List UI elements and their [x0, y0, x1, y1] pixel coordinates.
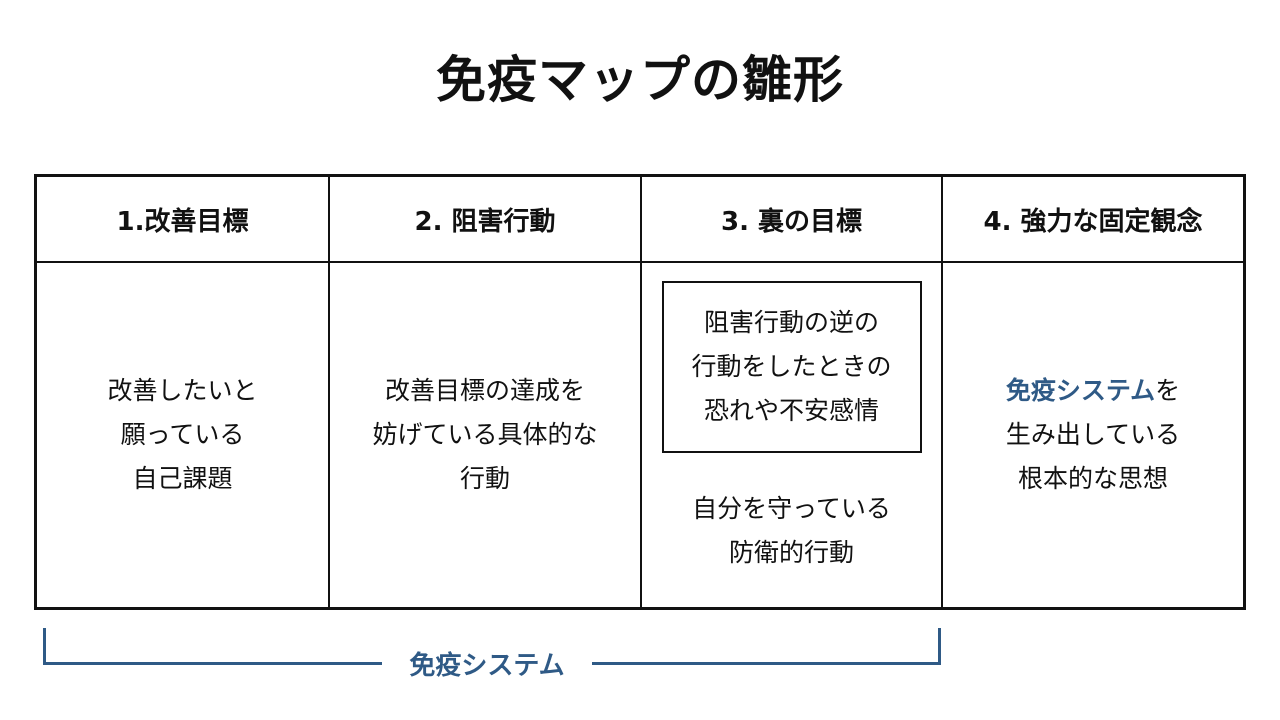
header-fixed-belief: 4. 強力な固定観念 [943, 177, 1243, 263]
box-text-line: 阻害行動の逆の [703, 308, 879, 337]
header-obstructive-behavior: 2. 阻害行動 [330, 177, 642, 263]
highlight-suffix: を [1155, 376, 1181, 405]
cell-obstructive-behavior: 改善目標の達成を 妨げている具体的な 行動 [330, 263, 642, 607]
header-hidden-goal: 3. 裏の目標 [642, 177, 943, 263]
cell-text-line-highlighted: 免疫システムを [1006, 369, 1180, 413]
immunity-map-table: 1.改善目標 2. 阻害行動 3. 裏の目標 4. 強力な固定観念 改善したいと… [34, 174, 1246, 610]
page-title: 免疫マップの雛形 [436, 51, 844, 109]
cell-text-line: 根本的な思想 [1017, 464, 1168, 493]
cell-text-line: 自己課題 [132, 464, 233, 493]
cell-text-line: 行動 [459, 464, 510, 493]
defensive-behavior-text: 自分を守っている 防衛的行動 [692, 487, 891, 575]
cell-hidden-goal: 阻害行動の逆の 行動をしたときの 恐れや不安感情 自分を守っている 防衛的行動 [642, 263, 943, 607]
header-improvement-goal: 1.改善目標 [37, 177, 330, 263]
cell-text-line: 自分を守っている [692, 494, 891, 523]
box-text-line: 行動をしたときの [691, 352, 892, 381]
cell-text-line: 妨げている具体的な [372, 420, 598, 449]
cell-text-line: 防衛的行動 [728, 538, 854, 567]
cell-text-line: 改善目標の達成を [384, 376, 585, 405]
cell-text-line: 願っている [120, 420, 245, 449]
box-text-line: 恐れや不安感情 [703, 396, 879, 425]
bracket-label: 免疫システム [382, 644, 592, 688]
fear-anxiety-box: 阻害行動の逆の 行動をしたときの 恐れや不安感情 [661, 281, 922, 453]
cell-text-line: 生み出している [1005, 420, 1181, 449]
cell-fixed-belief: 免疫システムを 生み出している 根本的な思想 [943, 263, 1243, 607]
cell-text-line: 改善したいと [107, 376, 258, 405]
immune-system-highlight: 免疫システム [1005, 376, 1156, 405]
cell-improvement-goal: 改善したいと 願っている 自己課題 [37, 263, 330, 607]
